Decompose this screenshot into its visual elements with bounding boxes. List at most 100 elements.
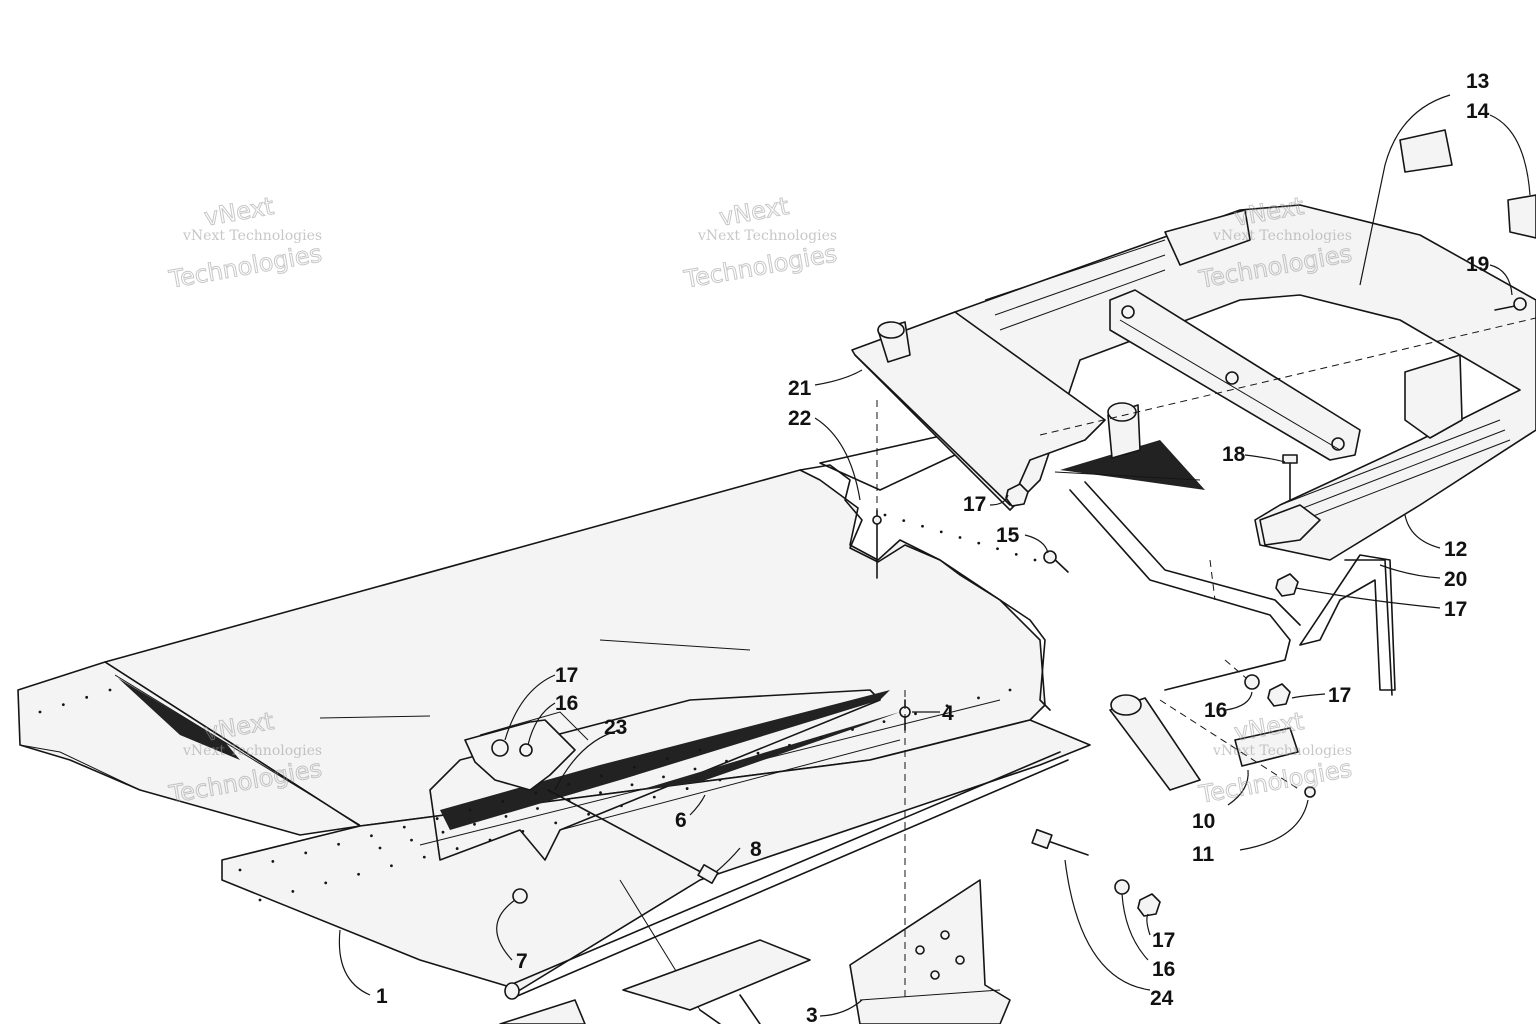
rivet-dot — [402, 825, 406, 829]
watermark-outline-top: vNext — [202, 192, 276, 232]
rivet-dot — [587, 812, 590, 816]
rivet-dot — [455, 847, 459, 850]
callout-17: 17 — [963, 493, 986, 516]
watermark-text: vNext Technologies — [182, 743, 322, 759]
rivet-dot — [725, 759, 728, 763]
watermark-outline-bottom: Technologies — [681, 239, 839, 294]
rivet-dot — [819, 736, 823, 739]
rivet-dot — [756, 751, 760, 755]
watermark-2: vNext vNext Technologies Technologies — [681, 191, 840, 294]
leader-lines — [338, 94, 1531, 1017]
watermark-outline-bottom: Technologies — [1196, 754, 1354, 809]
rivet-dot — [851, 728, 854, 731]
mud-flap — [1299, 554, 1396, 696]
callout-1: 1 — [376, 985, 388, 1008]
callout-21: 21 — [788, 377, 812, 400]
callout-20: 20 — [1444, 568, 1467, 591]
rivet-dot — [1014, 552, 1018, 556]
callout-3: 3 — [806, 1004, 818, 1024]
bumper-tube — [1069, 481, 1301, 791]
watermark-outline-bottom: Technologies — [166, 239, 324, 294]
rivet-dot — [468, 808, 472, 812]
callout-17: 17 — [1444, 598, 1467, 621]
rivet-dot — [977, 696, 980, 700]
rivet-dot — [337, 842, 340, 846]
watermark-text: vNext Technologies — [697, 228, 837, 244]
rivet-dot — [939, 530, 943, 534]
rivet-dot — [788, 743, 791, 747]
rivet-dot — [38, 710, 42, 714]
watermark-text: vNext Technologies — [182, 228, 322, 244]
rivet-dot — [652, 795, 656, 799]
rivet-dot — [921, 524, 924, 528]
fasteners — [491, 297, 1527, 917]
rivet-dot — [378, 846, 382, 850]
rivet-dot — [370, 834, 373, 838]
callout-16: 16 — [1152, 958, 1175, 981]
rivet-dot — [422, 855, 426, 859]
rivet-dot — [435, 817, 439, 820]
side-decal — [429, 689, 901, 861]
rivet-dot — [357, 872, 360, 876]
callout-22: 22 — [788, 407, 811, 430]
tunnel-panel — [17, 469, 1091, 1011]
callouts: 13 14 19 21 22 17 15 18 12 20 17 17 16 4… — [376, 70, 1490, 1024]
assembly-lines — [876, 317, 1536, 1000]
mounting-bracket — [499, 879, 1011, 1024]
rivet-dot — [958, 536, 962, 539]
callout-12: 12 — [1444, 538, 1467, 561]
rivet-dot — [291, 890, 295, 893]
rivet-dot — [902, 519, 906, 523]
callout-16: 16 — [1204, 699, 1227, 722]
rivet-dot — [693, 767, 697, 771]
rivet-dot — [271, 860, 275, 863]
rivet-dot — [238, 868, 242, 872]
callout-23: 23 — [604, 716, 627, 739]
callout-24: 24 — [1150, 987, 1174, 1010]
rivet-dot — [488, 838, 492, 842]
callout-6: 6 — [675, 809, 687, 832]
rivet-dot — [567, 782, 570, 786]
rivet-dot — [1008, 688, 1012, 692]
rivet-dot — [567, 799, 571, 802]
rivet-dot — [914, 712, 917, 716]
callout-17: 17 — [1152, 929, 1175, 952]
watermark-outline-top: vNext — [717, 192, 791, 232]
rivet-dot — [536, 807, 539, 810]
rivet-dot — [600, 774, 603, 778]
hitch-plate — [851, 311, 1205, 506]
callout-17: 17 — [1328, 684, 1351, 707]
rivet-dot — [390, 864, 393, 868]
watermark-text: vNext Technologies — [1212, 743, 1352, 759]
callout-17: 17 — [555, 664, 578, 687]
callout-7: 7 — [516, 950, 528, 973]
rivet-dot — [882, 720, 886, 723]
rivet-dot — [1033, 558, 1037, 562]
watermark-text: vNext Technologies — [1212, 228, 1352, 244]
watermark-1: vNext vNext Technologies Technologies — [166, 191, 325, 294]
rivet-dot — [324, 881, 328, 885]
rivet-dot — [718, 778, 722, 782]
watermark-5: vNext vNext Technologies Technologies — [1196, 706, 1355, 809]
reflector — [1234, 129, 1536, 767]
rivet-dot — [554, 821, 558, 825]
rivet-dot — [521, 830, 525, 833]
rivet-dot — [662, 775, 665, 779]
rivet-dot — [685, 787, 689, 790]
rivet-dot — [534, 791, 538, 795]
rivet-dot — [599, 791, 602, 795]
rivet-dot — [85, 695, 89, 699]
rivet-dot — [61, 703, 65, 707]
rivet-dot — [945, 704, 949, 708]
callout-4: 4 — [942, 702, 954, 725]
rivet-dot — [410, 838, 413, 842]
rivet-dot — [630, 783, 634, 787]
callout-13: 13 — [1466, 70, 1489, 93]
rivet-dot — [501, 800, 505, 803]
rivet-dot — [665, 757, 669, 760]
rivet-dot — [441, 830, 445, 834]
callout-18: 18 — [1222, 443, 1246, 466]
rivet-dots — [38, 513, 1037, 902]
callout-8: 8 — [750, 838, 762, 861]
